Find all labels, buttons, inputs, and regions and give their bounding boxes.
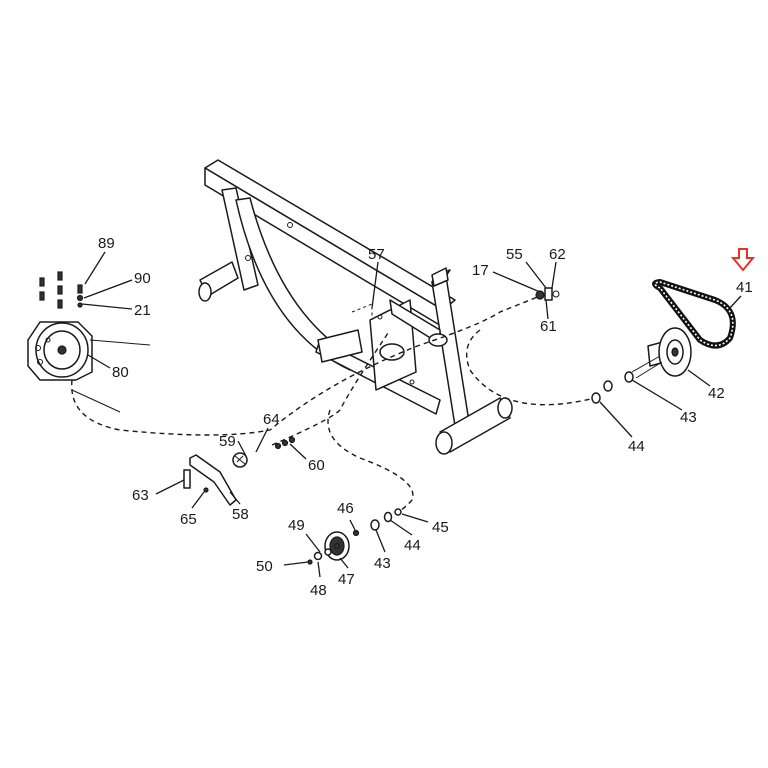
drive-pulley	[631, 327, 692, 379]
callout-44-lower: 44	[404, 537, 421, 554]
highlight-arrow-icon	[730, 248, 756, 272]
callout-42: 42	[708, 385, 725, 402]
leader-lines	[81, 251, 742, 578]
callout-90: 90	[134, 270, 151, 287]
callout-59: 59	[219, 433, 236, 450]
callout-labels: 89 90 21 80 57 17 55 62 61 41 42 43 44 6…	[98, 235, 753, 599]
callout-57: 57	[368, 246, 385, 263]
drive-belt	[652, 279, 736, 349]
callout-44-right: 44	[628, 438, 645, 455]
idler-assembly	[307, 508, 402, 565]
callout-61: 61	[540, 318, 557, 335]
main-frame	[198, 159, 513, 455]
callout-89: 89	[98, 235, 115, 252]
pivot-bracket-assembly	[183, 436, 296, 506]
callout-17: 17	[472, 262, 489, 279]
callout-55: 55	[506, 246, 523, 263]
callout-43-right: 43	[680, 409, 697, 426]
callout-21: 21	[134, 302, 151, 319]
control-box-assembly	[27, 271, 151, 413]
callout-60: 60	[308, 457, 325, 474]
cable-paths	[71, 293, 596, 513]
callout-43-lower: 43	[374, 555, 391, 572]
callout-41: 41	[736, 279, 753, 296]
callout-46: 46	[337, 500, 354, 517]
callout-65: 65	[180, 511, 197, 528]
callout-58: 58	[232, 506, 249, 523]
callout-64: 64	[263, 411, 280, 428]
screw-column-left	[39, 271, 84, 309]
callout-80: 80	[112, 364, 129, 381]
callout-50: 50	[256, 558, 273, 575]
callout-49: 49	[288, 517, 305, 534]
callout-63: 63	[132, 487, 149, 504]
callout-45: 45	[432, 519, 449, 536]
hardware-right	[535, 287, 634, 404]
callout-48: 48	[310, 582, 327, 599]
callout-47: 47	[338, 571, 355, 588]
callout-62: 62	[549, 246, 566, 263]
